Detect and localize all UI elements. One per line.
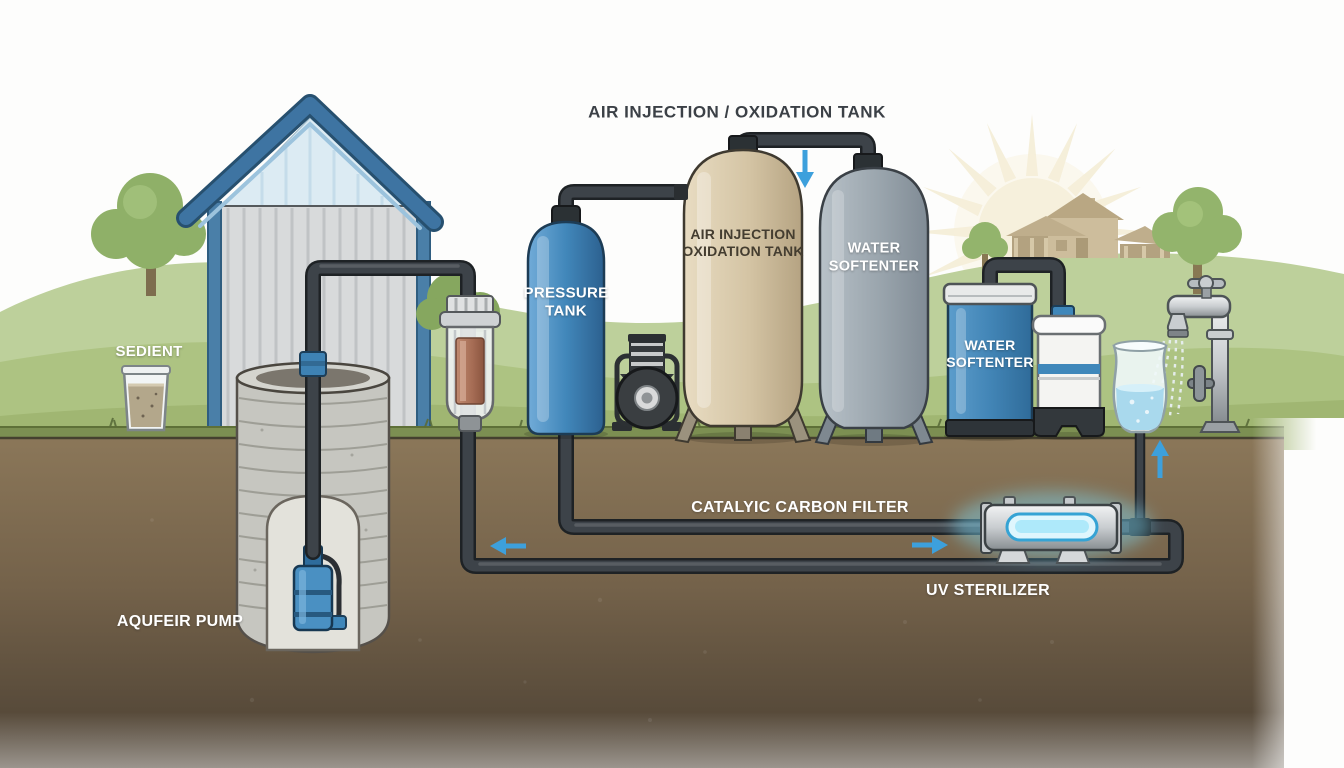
air-compressor-pump [612, 334, 682, 431]
submersible-pump [292, 545, 347, 632]
uv-sterilizer-label: UV STERILIZER [926, 582, 1050, 600]
tree-icon-left [91, 173, 206, 296]
catalytic-carbon-filter-label: CATALYIC CARBON FILTER [691, 499, 909, 517]
flow-arrow-down-icon [796, 150, 814, 188]
water-softener-blue-label: WATER SOFTENTER [946, 336, 1034, 370]
sediment-filter [439, 295, 501, 432]
diagram-title: AIR INJECTION / OXIDATION TANK [588, 102, 886, 122]
uv-sterilizer [952, 491, 1152, 564]
flow-arrow-left-icon [490, 537, 526, 555]
water-softener-tank-gray [814, 153, 934, 446]
water-softener-gray-label: WATER SOFTENTER [828, 240, 920, 274]
sediment-sample-glass [121, 365, 171, 432]
sediment-label: SEDIENT [115, 342, 183, 360]
house-silhouette [1006, 193, 1176, 258]
brine-tank [1031, 305, 1107, 440]
tree-icon-right-large [1152, 187, 1242, 294]
pressure-tank-label: PRESSURE TANK [523, 284, 609, 320]
water-softener-tank-blue [942, 282, 1038, 441]
water-glass [1112, 340, 1168, 434]
aquifer-pump-label: AQUFEIR PUMP [116, 613, 244, 631]
well-head-fitting [299, 351, 327, 377]
right-edge-fade [1252, 418, 1344, 768]
air-injection-oxidation-tank [674, 135, 812, 444]
outdoor-faucet [1148, 275, 1241, 433]
bottom-edge-fade [0, 712, 1344, 768]
air-injection-tank-label: AIR INJECTION OXIDATION TANK [682, 225, 804, 259]
flow-arrow-right-icon [912, 536, 948, 554]
flow-arrow-up-icon [1151, 440, 1169, 478]
pressure-tank [524, 205, 608, 439]
